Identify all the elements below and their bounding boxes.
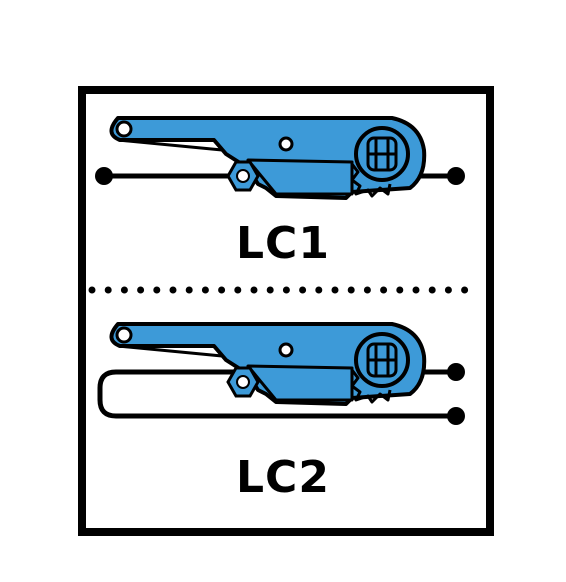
ratchet-buckle-icon — [109, 322, 427, 406]
label-lc1: LC1 — [236, 218, 330, 269]
strap-loop-lc2 — [97, 369, 456, 419]
strap-end-left-lc1 — [95, 167, 113, 185]
strap-end-bottom-lc2 — [447, 407, 465, 425]
strap-end-top-lc2 — [447, 363, 465, 381]
strap-end-right-lc1 — [447, 167, 465, 185]
ratchet-buckle-icon — [109, 116, 427, 200]
label-lc2: LC2 — [236, 452, 330, 503]
